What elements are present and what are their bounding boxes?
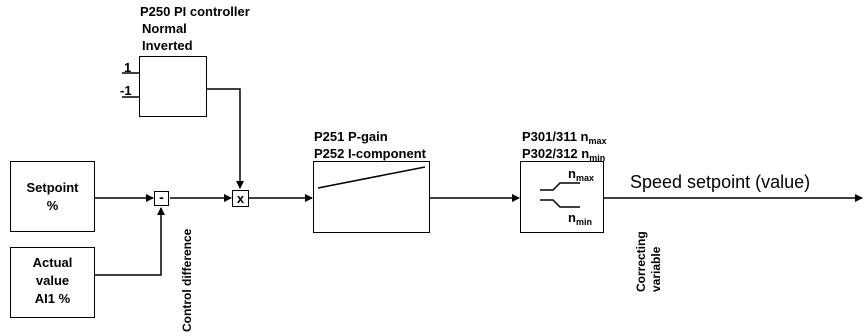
- correcting-variable-label-2: variable: [649, 246, 663, 292]
- limit-nmin-label: nmin: [568, 210, 592, 227]
- multiply-junction: x: [232, 190, 249, 207]
- actual-label: Actual: [32, 255, 73, 270]
- pi-option-normal: Normal: [142, 21, 187, 36]
- correcting-variable-label-1: Correcting: [634, 231, 648, 292]
- actual-input-label: AI1 %: [34, 291, 71, 306]
- control-difference-label: Control difference: [180, 228, 194, 332]
- limit-min-param: P302/312 nmin: [522, 146, 606, 163]
- actual-value-label: value: [35, 273, 70, 288]
- setpoint-unit: %: [46, 198, 59, 213]
- gain-ramp: [317, 166, 426, 189]
- setpoint-box: Setpoint %: [10, 161, 95, 232]
- gain-label-1: P251 P-gain: [314, 129, 388, 144]
- pi-option-inverted: Inverted: [142, 38, 193, 53]
- gain-label-2: P252 I-component: [314, 146, 426, 161]
- gain-block: [313, 161, 430, 233]
- limit-nmax-label: nmax: [568, 166, 594, 183]
- actual-value-box: Actual value AI1 %: [10, 247, 95, 318]
- limit-min-curve: [540, 199, 580, 208]
- pi-input-minus1: -1: [120, 83, 132, 98]
- limit-max-param: P301/311 nmax: [522, 129, 607, 146]
- pi-controller-title: P250 PI controller: [140, 4, 250, 19]
- limit-max-curve: [540, 182, 580, 191]
- pi-input-1: 1: [124, 60, 132, 75]
- pi-switch-box: [139, 56, 207, 117]
- speed-setpoint-output-label: Speed setpoint (value): [630, 172, 811, 192]
- limit-block: [520, 161, 604, 233]
- wire-actual: [95, 207, 165, 276]
- subtract-junction: -: [154, 189, 169, 206]
- setpoint-label: Setpoint: [26, 180, 79, 195]
